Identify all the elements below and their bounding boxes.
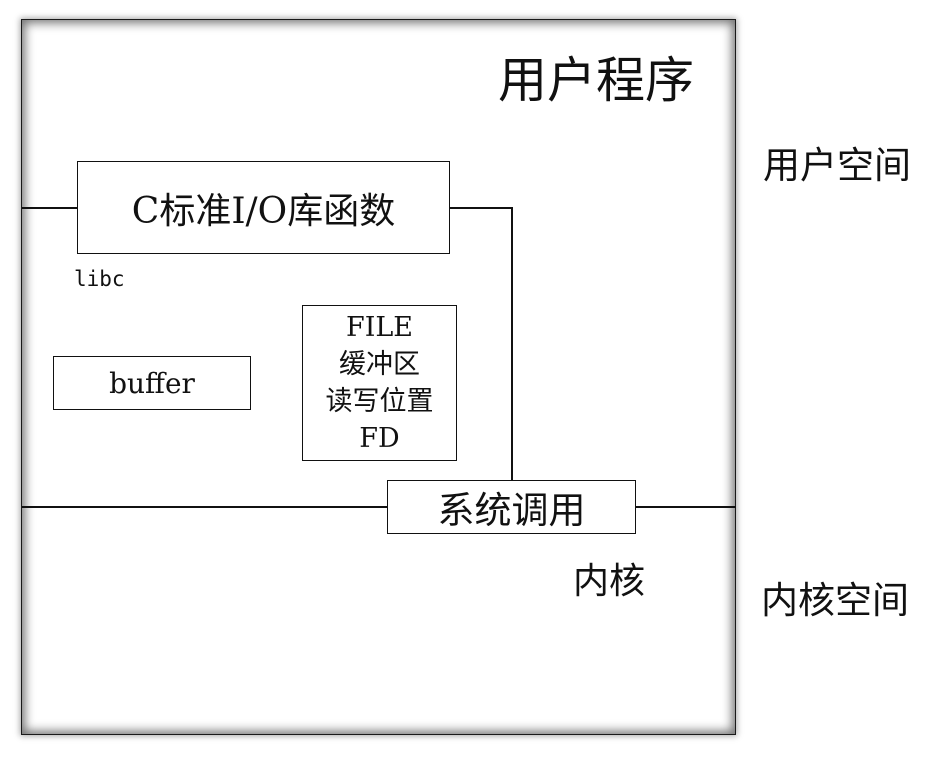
kernel-label: 内核 bbox=[573, 561, 646, 602]
file-line-fd: FD bbox=[359, 423, 400, 454]
libc-label: libc bbox=[74, 267, 125, 291]
kernel-boundary-left bbox=[22, 506, 388, 508]
program-title: 用户程序 bbox=[498, 52, 695, 109]
file-struct-box: FILE 缓冲区 读写位置 FD bbox=[302, 305, 457, 461]
user-space-label: 用户空间 bbox=[763, 144, 911, 187]
buffer-box: buffer bbox=[53, 356, 251, 410]
syscall-box: 系统调用 bbox=[387, 480, 636, 534]
libc-functions-box: C标准I/O库函数 bbox=[77, 161, 450, 254]
libc-left-connector bbox=[22, 207, 78, 209]
libc-right-connector bbox=[449, 207, 512, 209]
syscall-label: 系统调用 bbox=[437, 489, 586, 532]
file-line-file: FILE bbox=[345, 312, 414, 343]
file-line-position: 读写位置 bbox=[325, 386, 434, 417]
file-line-buffer: 缓冲区 bbox=[339, 349, 420, 380]
libc-to-syscall-connector bbox=[511, 207, 513, 482]
kernel-boundary-right bbox=[634, 506, 736, 508]
buffer-label: buffer bbox=[109, 366, 195, 400]
libc-functions-label: C标准I/O库函数 bbox=[131, 190, 396, 232]
kernel-space-label: 内核空间 bbox=[761, 579, 909, 622]
